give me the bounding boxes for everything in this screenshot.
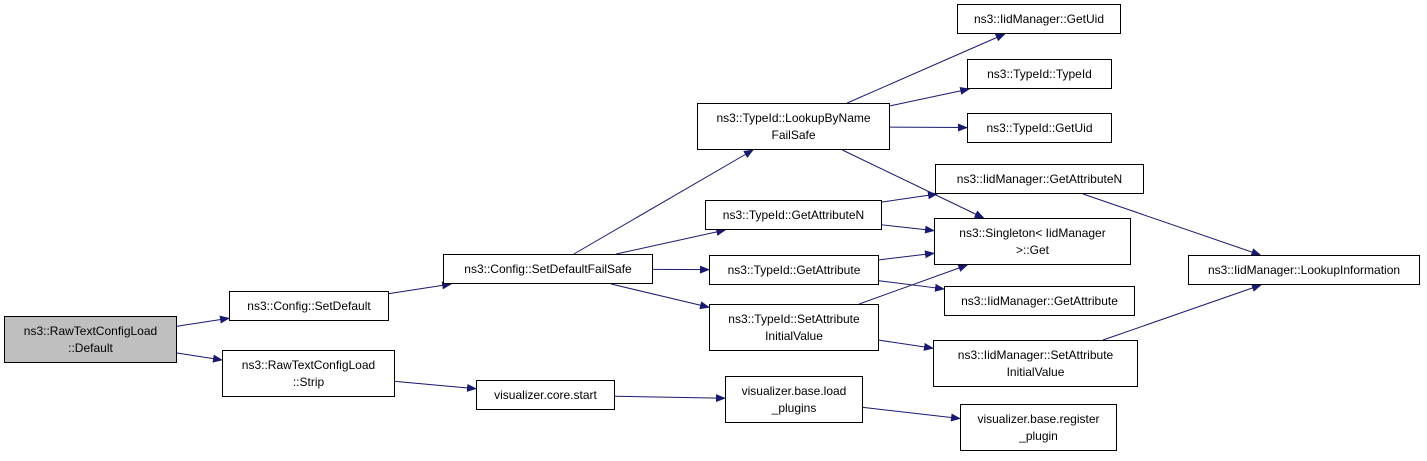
node-raw-default[interactable]: ns3::RawTextConfigLoad::Default: [4, 316, 177, 363]
node-label-line: ns3::TypeId::GetUid: [986, 120, 1093, 135]
node-label-line: ns3::TypeId::LookupByName: [716, 110, 871, 125]
node-label-line: ns3::Config::SetDefaultFailSafe: [464, 261, 632, 276]
node-label-line: visualizer.base.load: [741, 383, 847, 398]
node-label-line: _plugin: [1019, 428, 1058, 443]
node-label-line: ns3::Config::SetDefault: [247, 298, 371, 313]
node-label-line: ns3::TypeId::GetAttribute: [727, 262, 861, 277]
edge-config-setdefaultfailsafe-to-typeid-setattrinit: [610, 283, 710, 310]
node-label-line: ns3::IidManager::LookupInformation: [1207, 262, 1401, 277]
edge-typeid-getattributen-to-iid-getattributen: [881, 191, 938, 203]
node-viz-base-registerplugin[interactable]: visualizer.base.register _plugin: [960, 404, 1117, 451]
node-label-line: ::Strip: [292, 374, 325, 389]
edge-iid-setattrinit-to-iid-lookupinfo: [1102, 284, 1262, 341]
node-label-line: ns3::TypeId::TypeId: [987, 66, 1092, 81]
node-typeid-typeid[interactable]: ns3::TypeId::TypeId: [967, 59, 1112, 89]
node-config-setdefault[interactable]: ns3::Config::SetDefault: [229, 291, 389, 321]
node-label-line: ::Default: [68, 340, 113, 355]
node-iid-getattribute[interactable]: ns3::IidManager::GetAttribute: [944, 286, 1135, 316]
node-viz-base-loadplugins[interactable]: visualizer.base.load _plugins: [725, 376, 863, 423]
node-iid-getattributen[interactable]: ns3::IidManager::GetAttributeN: [935, 164, 1144, 194]
edge-raw-default-to-config-setdefault: [176, 315, 230, 327]
node-label-line: ns3::TypeId::SetAttribute: [728, 311, 860, 326]
edge-config-setdefaultfailsafe-to-typeid-getattributen: [616, 228, 727, 255]
node-label-line: >::Get: [1015, 242, 1050, 257]
edge-iid-getattributen-to-iid-lookupinfo: [1082, 193, 1262, 256]
edge-raw-default-to-raw-strip: [176, 352, 223, 363]
edge-config-setdefault-to-config-setdefaultfailsafe: [388, 281, 453, 295]
edge-typeid-lookupbyname-to-typeid-typeid: [889, 86, 971, 107]
node-typeid-getattribute[interactable]: ns3::TypeId::GetAttribute: [709, 255, 879, 285]
node-label-line: ns3::RawTextConfigLoad: [241, 357, 376, 372]
edge-viz-core-start-to-viz-base-loadplugins: [614, 394, 726, 403]
node-label-line: visualizer.core.start: [494, 387, 597, 402]
edge-viz-base-loadplugins-to-viz-base-registerplugin: [862, 406, 961, 422]
node-label-line: ns3::IidManager::GetAttribute: [961, 293, 1118, 308]
node-iid-getuid[interactable]: ns3::IidManager::GetUid: [957, 4, 1121, 34]
node-raw-strip[interactable]: ns3::RawTextConfigLoad::Strip: [222, 350, 395, 397]
node-label-line: ns3::Singleton< IidManager: [959, 225, 1106, 240]
edge-typeid-lookupbyname-to-iid-getuid: [846, 33, 1006, 104]
node-label-line: ns3::TypeId::GetAttributeN: [722, 207, 865, 222]
node-label-line: ns3::IidManager::SetAttribute: [957, 347, 1114, 362]
edge-typeid-setattrinit-to-singleton-get: [859, 264, 969, 305]
node-config-setdefaultfailsafe[interactable]: ns3::Config::SetDefaultFailSafe: [443, 254, 653, 284]
edge-raw-strip-to-viz-core-start: [394, 380, 477, 392]
node-label-line: FailSafe: [771, 127, 816, 142]
node-label-line: InitialValue: [1006, 364, 1065, 379]
edge-config-setdefaultfailsafe-to-typeid-lookupbyname: [573, 149, 754, 255]
node-label-line: InitialValue: [765, 328, 823, 343]
node-iid-lookupinfo[interactable]: ns3::IidManager::LookupInformation: [1188, 255, 1420, 285]
node-label-line: _plugins: [771, 400, 817, 415]
node-typeid-getuid[interactable]: ns3::TypeId::GetUid: [967, 113, 1112, 143]
node-typeid-getattributen[interactable]: ns3::TypeId::GetAttributeN: [705, 200, 882, 230]
node-label-line: ns3::IidManager::GetUid: [973, 11, 1105, 26]
node-label-line: visualizer.base.register: [977, 411, 1100, 426]
node-singleton-get[interactable]: ns3::Singleton< IidManager >::Get: [934, 218, 1131, 265]
node-viz-core-start[interactable]: visualizer.core.start: [476, 380, 615, 410]
node-label-line: ns3::RawTextConfigLoad: [23, 323, 158, 338]
edge-typeid-lookupbyname-to-singleton-get: [842, 149, 985, 219]
edge-typeid-getattribute-to-singleton-get: [878, 250, 935, 261]
edge-typeid-setattrinit-to-iid-setattrinit: [878, 339, 934, 351]
node-label-line: ns3::IidManager::GetAttributeN: [956, 171, 1123, 186]
edge-typeid-getattributen-to-singleton-get: [881, 224, 935, 234]
